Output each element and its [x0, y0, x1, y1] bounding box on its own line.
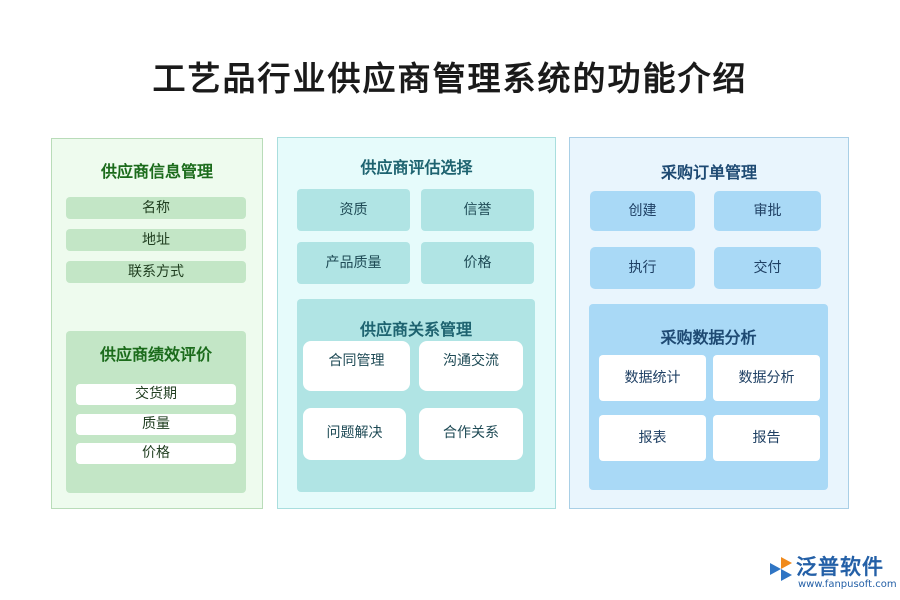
- rel-item-contract: 合同管理: [303, 341, 410, 391]
- order-item-approve: 审批: [714, 191, 821, 231]
- info-item-address: 地址: [66, 229, 246, 251]
- perf-item-delivery: 交货期: [76, 384, 236, 405]
- page-title: 工艺品行业供应商管理系统的功能介绍: [152, 59, 748, 98]
- panel-purchase-order: 采购订单管理 创建 审批 执行 交付 采购数据分析 数据统计 数据分析 报表 报…: [569, 137, 849, 509]
- rel-item-communication: 沟通交流: [419, 341, 523, 391]
- panel-supplier-info: 供应商信息管理 名称 地址 联系方式 供应商绩效评价 交货期 质量 价格: [51, 138, 263, 509]
- logo-icon: [770, 557, 792, 581]
- panel-purchase-order-title: 采购订单管理: [660, 163, 757, 182]
- brand-logo: 泛普软件 www.fanpusoft.com: [768, 553, 898, 598]
- order-item-create: 创建: [590, 191, 695, 231]
- analysis-item-analysis: 数据分析: [713, 355, 820, 401]
- rel-item-problem-solving: 问题解决: [303, 408, 406, 460]
- panel-supplier-info-title: 供应商信息管理: [100, 162, 213, 181]
- panel-supplier-evaluation: 供应商评估选择 资质 信誉 产品质量 价格 供应商关系管理 合同管理 沟通交流 …: [277, 137, 556, 509]
- analysis-item-reports: 报表: [599, 415, 706, 461]
- eval-item-price: 价格: [421, 242, 534, 284]
- subpanel-data-analysis: 采购数据分析 数据统计 数据分析 报表 报告: [589, 304, 828, 490]
- eval-item-reputation: 信誉: [421, 189, 534, 231]
- logo-url: www.fanpusoft.com: [798, 579, 897, 590]
- order-item-execute: 执行: [590, 247, 695, 289]
- eval-item-qualification: 资质: [297, 189, 410, 231]
- logo-name: 泛普软件: [796, 555, 884, 579]
- order-item-deliver: 交付: [714, 247, 821, 289]
- analysis-item-report: 报告: [713, 415, 820, 461]
- subpanel-data-analysis-title: 采购数据分析: [660, 328, 757, 347]
- subpanel-relationship-title: 供应商关系管理: [359, 320, 472, 339]
- rel-item-cooperation: 合作关系: [419, 408, 523, 460]
- subpanel-performance-title: 供应商绩效评价: [99, 345, 212, 364]
- info-item-name: 名称: [66, 197, 246, 219]
- analysis-item-statistics: 数据统计: [599, 355, 706, 401]
- perf-item-quality: 质量: [76, 414, 236, 435]
- info-item-contact: 联系方式: [66, 261, 246, 283]
- eval-item-product-quality: 产品质量: [297, 242, 410, 284]
- panel-supplier-evaluation-title: 供应商评估选择: [360, 158, 473, 177]
- subpanel-relationship: 供应商关系管理 合同管理 沟通交流 问题解决 合作关系: [297, 299, 535, 492]
- perf-item-price: 价格: [76, 443, 236, 464]
- subpanel-performance: 供应商绩效评价 交货期 质量 价格: [66, 331, 246, 493]
